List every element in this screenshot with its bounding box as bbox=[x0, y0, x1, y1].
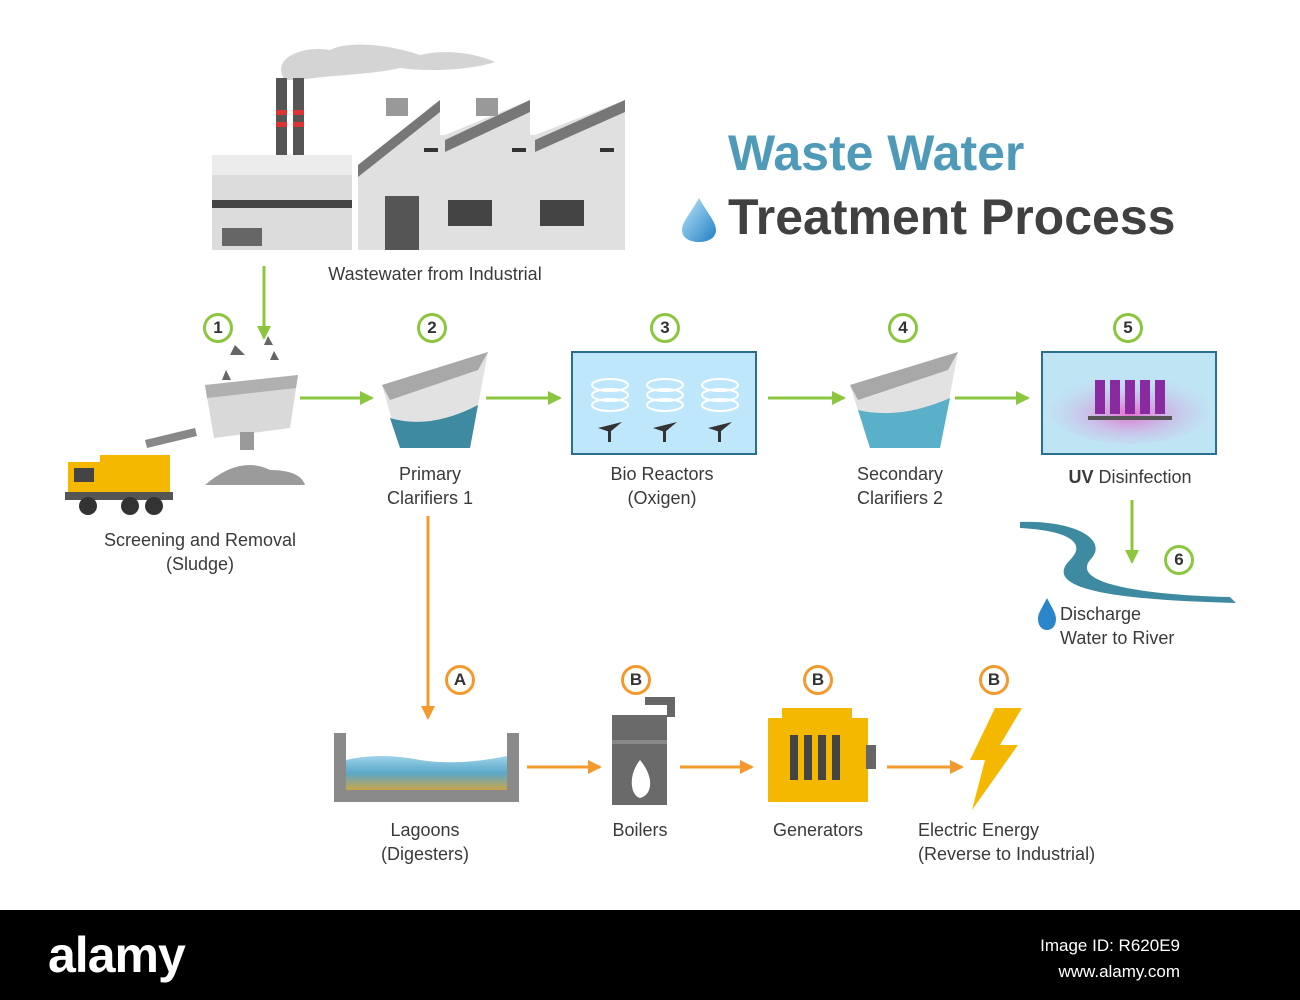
title-line-2: Treatment Process bbox=[728, 189, 1176, 245]
sludge-badge-a: A bbox=[445, 665, 475, 695]
step-2-line-1: Primary bbox=[399, 464, 461, 484]
footer-brand-logo: alamy bbox=[48, 927, 186, 983]
step-4-line-2: Clarifiers 2 bbox=[856, 488, 944, 508]
step-3-label: Bio Reactors (Oxigen) bbox=[582, 462, 742, 510]
river-icon bbox=[1020, 521, 1236, 603]
sludge-b-boilers-label: Boilers bbox=[580, 818, 700, 842]
step-2-label: Primary Clarifiers 1 bbox=[360, 462, 500, 510]
dump-truck-icon bbox=[65, 428, 197, 515]
step-1-label: Screening and Removal (Sludge) bbox=[70, 528, 330, 576]
step-6-line-2: Water to River bbox=[1060, 628, 1175, 648]
generator-icon bbox=[768, 708, 876, 802]
step-1-line-2: (Sludge) bbox=[165, 554, 235, 574]
sludge-a-line-1: Lagoons bbox=[390, 820, 460, 840]
step-6-label: Discharge Water to River bbox=[1060, 602, 1210, 650]
sludge-a-line-2: (Digesters) bbox=[380, 844, 469, 864]
river-drop-icon bbox=[1038, 598, 1056, 630]
step-badge-2: 2 bbox=[417, 313, 447, 343]
step-5-line-1-bold: UV bbox=[1068, 467, 1094, 487]
secondary-clarifier-icon bbox=[850, 352, 958, 448]
lagoon-icon bbox=[334, 733, 519, 802]
source-label: Wastewater from Industrial bbox=[328, 264, 542, 284]
sludge-badge-b-generators: B bbox=[803, 665, 833, 695]
step-1-line-1: Screening and Removal bbox=[103, 530, 297, 550]
sludge-b-generators-label: Generators bbox=[748, 818, 888, 842]
sludge-b-boilers-line-1: Boilers bbox=[612, 820, 668, 840]
title-line-1: Waste Water bbox=[728, 125, 1025, 181]
step-2-line-2: Clarifiers 1 bbox=[386, 488, 474, 508]
sludge-b-energy-line-1: Electric Energy bbox=[918, 820, 1040, 840]
water-drop-icon bbox=[682, 198, 716, 242]
sludge-b-generators-line-1: Generators bbox=[772, 820, 864, 840]
step-badge-1: 1 bbox=[203, 313, 233, 343]
step-3-line-1: Bio Reactors bbox=[610, 464, 714, 484]
sludge-b-energy-label: Electric Energy (Reverse to Industrial) bbox=[918, 818, 1138, 866]
step-3-line-2: (Oxigen) bbox=[627, 488, 697, 508]
footer-bar: alamy Image ID: R620E9 www.alamy.com bbox=[0, 910, 1300, 1000]
step-6-line-1: Discharge bbox=[1060, 604, 1142, 624]
step-4-line-1: Secondary bbox=[856, 464, 944, 484]
footer-image-id: Image ID: R620E9 bbox=[1040, 936, 1180, 955]
sludge-badge-b-energy: B bbox=[979, 665, 1009, 695]
step-badge-6: 6 bbox=[1164, 545, 1194, 575]
step-5-label: UV Disinfection bbox=[1040, 465, 1220, 489]
bio-reactor-icon bbox=[571, 351, 757, 455]
sludge-a-label: Lagoons (Digesters) bbox=[340, 818, 510, 866]
sludge-b-energy-line-2: (Reverse to Industrial) bbox=[918, 844, 1096, 864]
step-badge-4: 4 bbox=[888, 313, 918, 343]
screening-hopper-icon bbox=[205, 336, 305, 485]
boiler-icon bbox=[612, 697, 675, 805]
sludge-badge-b-boilers: B bbox=[621, 665, 651, 695]
step-4-label: Secondary Clarifiers 2 bbox=[830, 462, 970, 510]
primary-clarifier-icon bbox=[382, 352, 488, 448]
factory-icon bbox=[212, 44, 625, 250]
uv-disinfection-icon bbox=[1041, 351, 1217, 455]
step-5-line-1-rest: Disinfection bbox=[1093, 467, 1192, 487]
lightning-bolt-icon bbox=[970, 708, 1022, 810]
step-badge-3: 3 bbox=[650, 313, 680, 343]
step-badge-5: 5 bbox=[1113, 313, 1143, 343]
footer-site: www.alamy.com bbox=[1058, 962, 1180, 981]
